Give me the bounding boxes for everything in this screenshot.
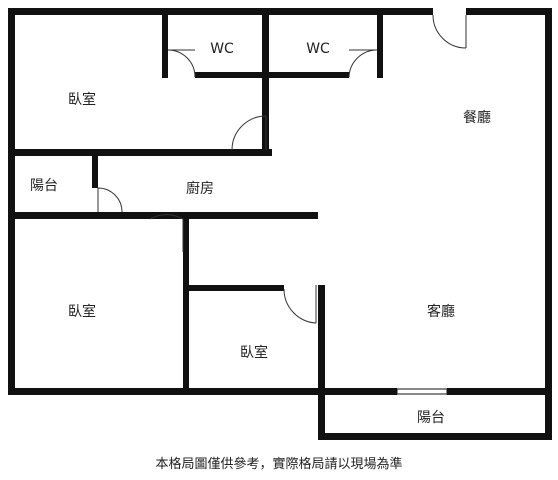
wc-right-door xyxy=(348,49,378,78)
entrance-door xyxy=(432,14,467,49)
window xyxy=(396,388,448,395)
disclaimer-text: 本格局圖僅供參考，實際格局請以現場為準 xyxy=(155,457,403,472)
bedroom-top-door xyxy=(231,115,267,151)
room-label-bedroom-bottom-left: 臥室 xyxy=(68,303,96,320)
bedroom-bottom-left-door xyxy=(149,214,184,252)
wall xyxy=(8,212,318,219)
room-label-balcony-bottom: 陽台 xyxy=(417,410,445,426)
room-label-living: 客廳 xyxy=(427,303,455,320)
wall xyxy=(92,156,98,188)
wall xyxy=(189,285,284,291)
room-label-balcony-left: 陽台 xyxy=(30,178,58,194)
wall xyxy=(262,8,269,156)
wall xyxy=(8,8,15,395)
wall xyxy=(318,433,552,440)
room-label-wc-left: WC xyxy=(210,41,234,57)
wall xyxy=(195,72,269,78)
room-label-dining: 餐廳 xyxy=(463,109,491,126)
wall xyxy=(8,388,320,395)
wall xyxy=(545,8,552,440)
walls xyxy=(8,8,552,440)
wall xyxy=(325,388,397,395)
wall xyxy=(447,388,545,395)
wall xyxy=(162,8,168,78)
room-label-bedroom-top-left: 臥室 xyxy=(68,91,96,108)
room-label-kitchen: 廚房 xyxy=(186,180,214,197)
bedroom-middle-door xyxy=(283,285,317,324)
doors xyxy=(97,14,467,324)
wall xyxy=(269,72,349,78)
room-label-wc-right: WC xyxy=(306,41,330,57)
wall xyxy=(183,219,189,395)
wc-left-door xyxy=(167,49,196,78)
wall xyxy=(318,388,325,440)
wall xyxy=(8,8,433,15)
wall xyxy=(377,8,383,78)
wall xyxy=(318,285,325,395)
wall xyxy=(8,149,272,156)
balcony-door xyxy=(97,187,123,213)
wall xyxy=(466,8,552,15)
room-label-bedroom-middle: 臥室 xyxy=(240,344,268,361)
